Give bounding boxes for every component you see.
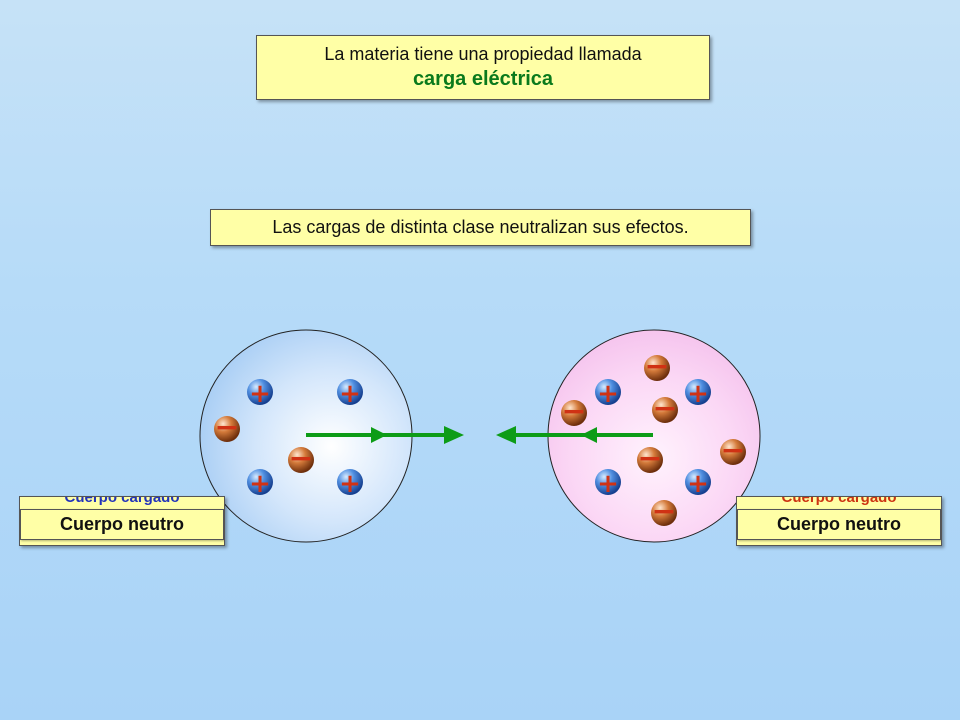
positive-charge: + bbox=[247, 379, 273, 409]
svg-text:−: − bbox=[637, 441, 662, 476]
svg-text:+: + bbox=[597, 379, 619, 409]
svg-text:+: + bbox=[249, 469, 271, 499]
right-negative-charges: − − − − − − bbox=[561, 349, 746, 529]
negative-charge: − bbox=[288, 441, 314, 476]
negative-charge: − bbox=[214, 410, 240, 445]
svg-text:−: − bbox=[644, 349, 669, 384]
negative-charge: − bbox=[561, 394, 587, 429]
left-arrow bbox=[496, 426, 653, 444]
svg-text:−: − bbox=[288, 441, 313, 476]
left-positive-charges: + + + + bbox=[247, 379, 363, 499]
negative-charge: − bbox=[720, 433, 746, 468]
right-positive-charges: + + + + bbox=[595, 379, 711, 499]
positive-charge: + bbox=[685, 469, 711, 499]
positive-charge: + bbox=[595, 379, 621, 409]
svg-text:−: − bbox=[651, 494, 676, 529]
title-line-1: La materia tiene una propiedad llamada bbox=[324, 44, 642, 64]
positive-charge: + bbox=[337, 379, 363, 409]
right-neutral-label: Cuerpo neutro bbox=[737, 509, 941, 540]
negative-charge: − bbox=[652, 391, 678, 426]
left-negative-charges: − − bbox=[214, 410, 314, 476]
svg-text:+: + bbox=[597, 469, 619, 499]
positive-charge: + bbox=[337, 469, 363, 499]
svg-text:−: − bbox=[561, 394, 586, 429]
left-neutral-label: Cuerpo neutro bbox=[20, 509, 224, 540]
svg-text:−: − bbox=[214, 410, 239, 445]
svg-text:+: + bbox=[249, 379, 271, 409]
title-line-2: carga eléctrica bbox=[412, 68, 554, 90]
positive-charge: + bbox=[595, 469, 621, 499]
right-arrow bbox=[306, 426, 464, 444]
svg-text:−: − bbox=[652, 391, 677, 426]
left-body-label: Cuerpo cargado positivamente Cuerpo neut… bbox=[19, 496, 225, 546]
negative-charge: − bbox=[644, 349, 670, 384]
negative-charge: − bbox=[651, 494, 677, 529]
svg-text:−: − bbox=[720, 433, 745, 468]
positive-charge: + bbox=[685, 379, 711, 409]
svg-text:+: + bbox=[339, 379, 361, 409]
info-box: Las cargas de distinta clase neutralizan… bbox=[210, 209, 751, 246]
svg-text:+: + bbox=[687, 379, 709, 409]
title-box: La materia tiene una propiedad llamada c… bbox=[256, 35, 710, 100]
negative-charge: − bbox=[637, 441, 663, 476]
positive-charge: + bbox=[247, 469, 273, 499]
right-body-label: Cuerpo cargado negativamente Cuerpo neut… bbox=[736, 496, 942, 546]
svg-text:+: + bbox=[687, 469, 709, 499]
svg-text:+: + bbox=[339, 469, 361, 499]
